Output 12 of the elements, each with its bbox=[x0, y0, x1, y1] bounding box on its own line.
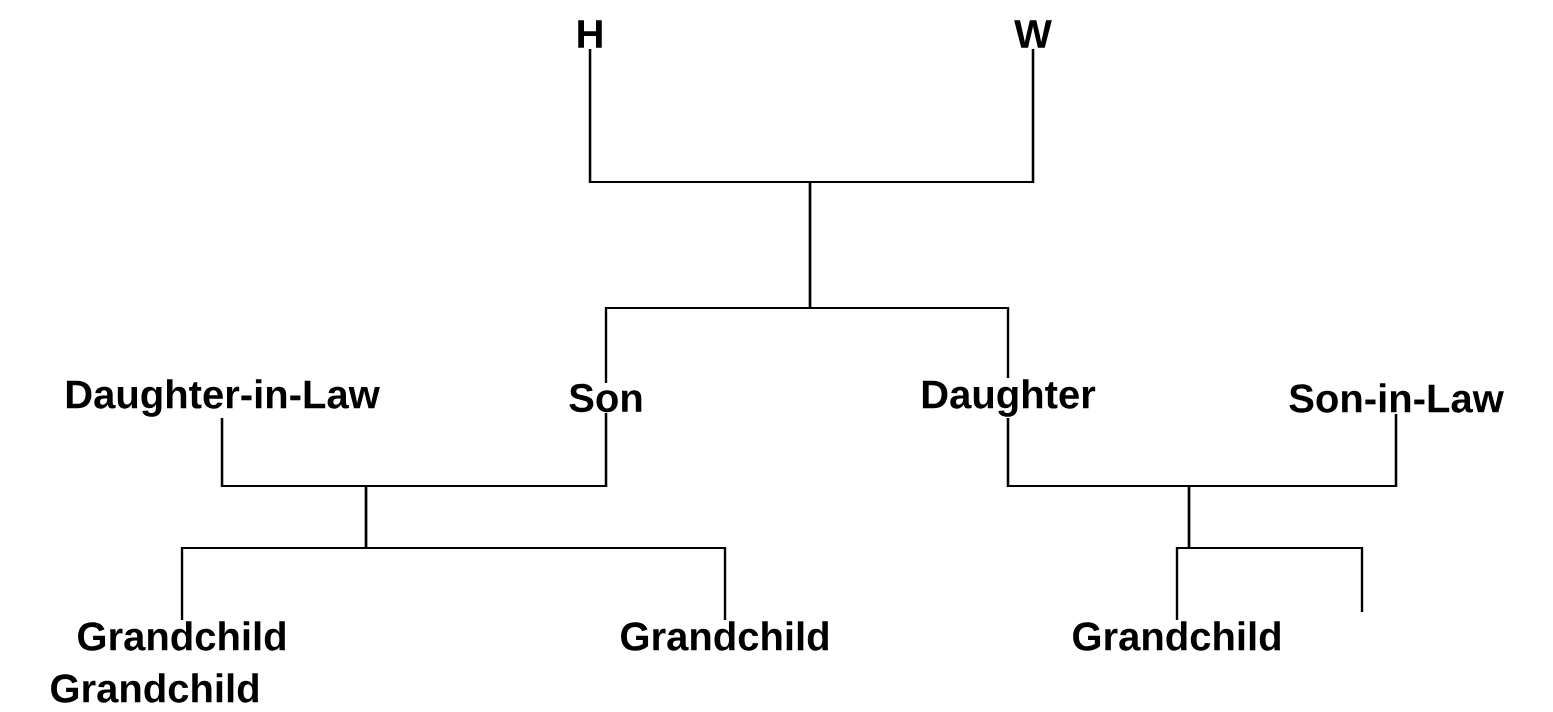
person-name: Grandchild bbox=[78, 621, 285, 651]
family-line bbox=[808, 48, 1035, 379]
person-name: Son-in-Law bbox=[1289, 383, 1504, 413]
person-name: Grandchild bbox=[1073, 621, 1280, 651]
person-name: H bbox=[578, 20, 602, 48]
person-name: W bbox=[1014, 20, 1052, 48]
person-name: Grandchild bbox=[51, 673, 258, 703]
person-name: Grandchild bbox=[621, 621, 828, 651]
person-name: Son bbox=[569, 383, 642, 413]
family-line bbox=[364, 413, 727, 621]
person-name: Daughter bbox=[922, 379, 1096, 417]
person-name: Daughter-in-Law bbox=[66, 379, 380, 417]
